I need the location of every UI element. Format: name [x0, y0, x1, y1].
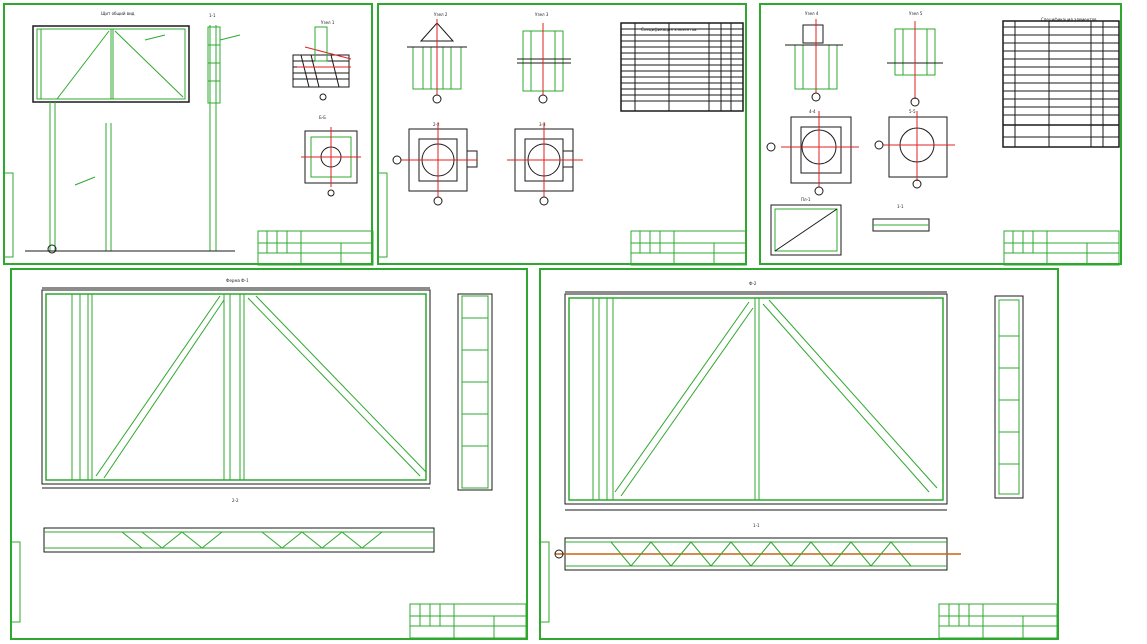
- sheet-2-drawing: [379, 19, 747, 266]
- sheet-3-table-title: Спецификация элементов: [1041, 17, 1097, 22]
- drawing-sheet-4: Ферма Ф-1 2-2: [10, 268, 528, 640]
- drawing-sheet-3: Узел 4 Узел 5 4-4 5-5 Пл-1 1-1 Специфика…: [759, 3, 1122, 266]
- drawing-sheet-5: Ф-2 1-1: [539, 268, 1059, 640]
- sheet-4-title: Ферма Ф-1: [226, 278, 249, 283]
- sheet-3-view-e: Пл-1: [801, 197, 811, 202]
- sheet-4-view-a: 2-2: [232, 498, 239, 503]
- sheet-1-title: Щит общий вид: [101, 11, 135, 16]
- sheet-2-view-b: Узел 3: [535, 12, 549, 17]
- sheet-3-view-b: Узел 5: [909, 11, 923, 16]
- drawing-sheet-2: Узел 2 Узел 3 2-2 3-3 Спецификация элеме…: [377, 3, 747, 266]
- sheet-3-view-a: Узел 4: [805, 11, 819, 16]
- sheet-1-drawing: [5, 25, 374, 266]
- sheet-5-drawing: [541, 291, 1058, 639]
- sheet-1-view-c: Б-Б: [319, 115, 326, 120]
- sheet-2-view-c: 2-2: [433, 122, 440, 127]
- sheet-1-view-b: Узел 1: [321, 20, 335, 25]
- sheet-2-view-a: Узел 2: [434, 12, 448, 17]
- sheet-3-drawing: [766, 19, 1120, 266]
- sheet-4-drawing: [12, 287, 527, 639]
- drawing-sheet-1: Щит общий вид 1-1 Узел 1 Б-Б: [3, 3, 374, 266]
- sheet-3-view-d: 5-5: [909, 109, 916, 114]
- sheet-5-view-a: 1-1: [753, 523, 760, 528]
- sheet-3-view-f: 1-1: [897, 204, 904, 209]
- sheet-3-view-c: 4-4: [809, 109, 816, 114]
- sheet-2-view-d: 3-3: [539, 122, 546, 127]
- sheet-1-view-a: 1-1: [209, 13, 216, 18]
- sheet-5-title: Ф-2: [749, 281, 757, 286]
